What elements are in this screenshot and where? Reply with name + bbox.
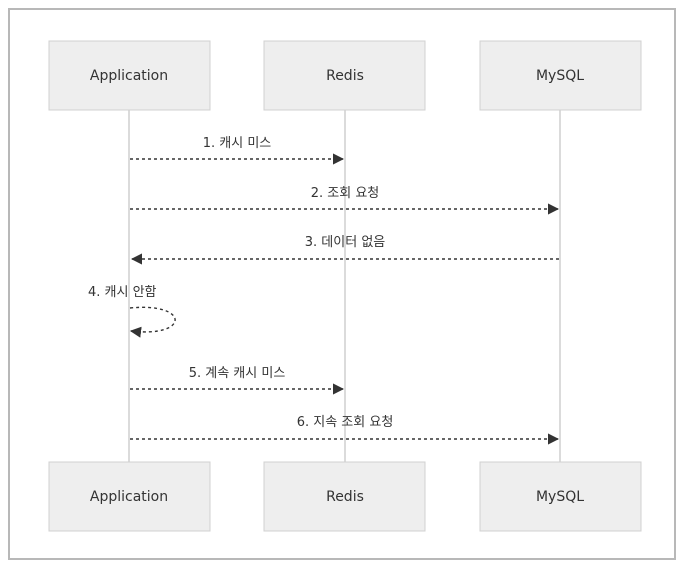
actor-bottom-application: Application: [48, 461, 211, 532]
actor-box: [479, 40, 642, 111]
actor-label: MySQL: [536, 68, 584, 84]
actor-label: MySQL: [536, 489, 584, 505]
message-arrow-4-self: [129, 306, 176, 338]
message-label-3: 3. 데이터 없음: [305, 235, 386, 250]
actor-box: [263, 461, 426, 532]
message-label-2: 2. 조회 요청: [311, 186, 380, 201]
actor-bottom-mysql: MySQL: [479, 461, 642, 532]
actor-label: Redis: [326, 68, 364, 84]
actor-box: [263, 40, 426, 111]
actor-top-mysql: MySQL: [479, 40, 642, 111]
actor-label: Redis: [326, 489, 364, 505]
actor-top-redis: Redis: [263, 40, 426, 111]
actor-label: Application: [90, 68, 168, 84]
message-label-5: 5. 계속 캐시 미스: [189, 366, 286, 381]
message-label-4: 4. 캐시 안함: [88, 285, 157, 300]
actor-box: [479, 461, 642, 532]
actor-bottom-redis: Redis: [263, 461, 426, 532]
actor-box: [48, 40, 211, 111]
actor-box: [48, 461, 211, 532]
actor-top-application: Application: [48, 40, 211, 111]
actor-label: Application: [90, 489, 168, 505]
message-label-1: 1. 캐시 미스: [203, 136, 272, 151]
message-label-6: 6. 지속 조회 요청: [297, 415, 394, 430]
